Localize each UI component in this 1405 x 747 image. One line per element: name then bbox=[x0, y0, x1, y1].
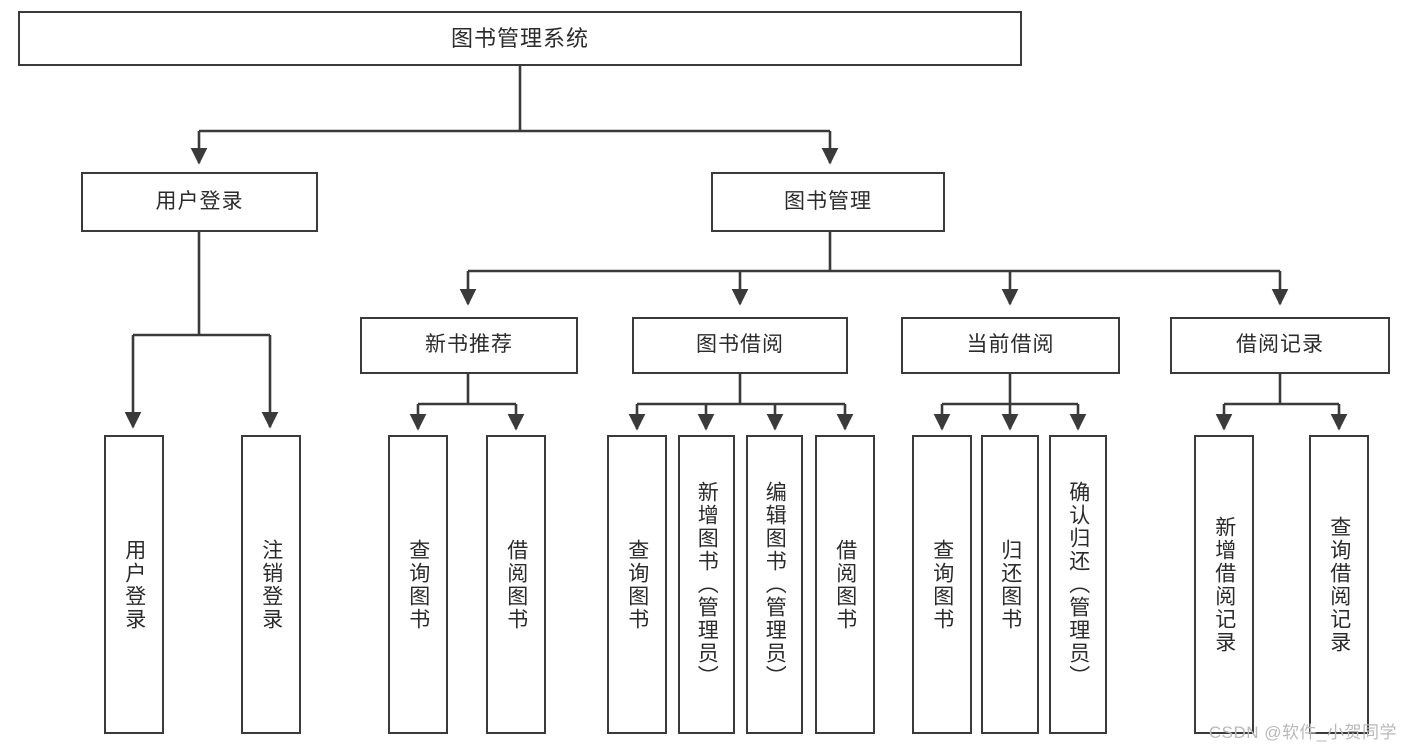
node-leaf-borrow-query[interactable]: 查询图书 bbox=[607, 435, 667, 734]
node-label: 查询图书 bbox=[406, 538, 430, 631]
node-leaf-rec-query2[interactable]: 查询借阅记录 bbox=[1309, 435, 1369, 734]
node-label: 新增借阅记录 bbox=[1212, 515, 1236, 654]
node-leaf-rec-query[interactable]: 查询图书 bbox=[388, 435, 448, 734]
node-label: 图书管理 bbox=[784, 189, 872, 213]
node-label: 用户登录 bbox=[122, 538, 146, 631]
watermark: CSDN @软件_小贺同学 bbox=[1208, 723, 1397, 742]
node-leaf-rec-add[interactable]: 新增借阅记录 bbox=[1194, 435, 1254, 734]
node-label: 查询图书 bbox=[930, 538, 954, 631]
node-leaf-borrow-add[interactable]: 新增图书（管理员） bbox=[678, 435, 735, 734]
node-label: 新增图书（管理员） bbox=[695, 481, 719, 688]
node-label: 编辑图书（管理员） bbox=[763, 481, 787, 688]
node-label: 借阅图书 bbox=[504, 538, 528, 631]
node-label: 新书推荐 bbox=[425, 333, 513, 357]
node-leaf-cur-confirm[interactable]: 确认归还（管理员） bbox=[1049, 435, 1107, 734]
node-label: 查询借阅记录 bbox=[1327, 515, 1351, 654]
node-root[interactable]: 图书管理系统 bbox=[18, 11, 1022, 66]
node-label: 查询图书 bbox=[625, 538, 649, 631]
node-label: 图书管理系统 bbox=[450, 25, 589, 51]
node-label: 归还图书 bbox=[998, 538, 1022, 631]
node-label: 用户登录 bbox=[155, 189, 244, 213]
node-borrow-record[interactable]: 借阅记录 bbox=[1170, 317, 1390, 374]
node-leaf-user-login[interactable]: 用户登录 bbox=[104, 435, 164, 734]
node-label: 借阅图书 bbox=[833, 538, 857, 631]
node-user-login[interactable]: 用户登录 bbox=[81, 172, 318, 232]
node-leaf-cur-query[interactable]: 查询图书 bbox=[912, 435, 972, 734]
node-label: 确认归还（管理员） bbox=[1066, 481, 1090, 688]
node-leaf-rec-borrow[interactable]: 借阅图书 bbox=[486, 435, 546, 734]
node-label: 图书借阅 bbox=[696, 333, 784, 357]
node-book-borrow[interactable]: 图书借阅 bbox=[632, 317, 848, 374]
node-leaf-cur-return[interactable]: 归还图书 bbox=[981, 435, 1039, 734]
node-leaf-user-logout[interactable]: 注销登录 bbox=[241, 435, 301, 734]
node-label: 借阅记录 bbox=[1236, 333, 1324, 357]
node-book-manage[interactable]: 图书管理 bbox=[711, 172, 945, 232]
node-label: 注销登录 bbox=[259, 538, 283, 631]
node-label: 当前借阅 bbox=[966, 333, 1055, 357]
node-current-borrow[interactable]: 当前借阅 bbox=[901, 317, 1120, 374]
node-leaf-borrow-edit[interactable]: 编辑图书（管理员） bbox=[746, 435, 803, 734]
node-new-book-rec[interactable]: 新书推荐 bbox=[360, 317, 578, 374]
node-leaf-borrow-do[interactable]: 借阅图书 bbox=[815, 435, 875, 734]
